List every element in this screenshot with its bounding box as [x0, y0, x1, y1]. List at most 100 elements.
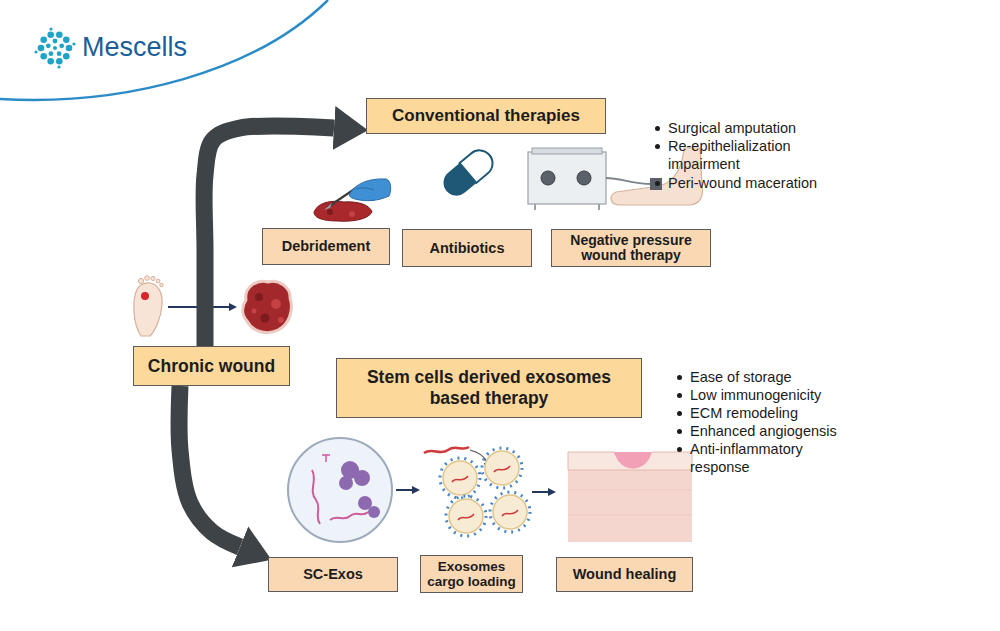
bullet-dot — [655, 181, 660, 186]
rna-strand — [322, 455, 330, 462]
bullet-dot — [677, 411, 682, 416]
epidermis — [568, 452, 692, 470]
protein — [339, 476, 353, 490]
bullet-dot — [677, 375, 682, 380]
capsule-half — [460, 145, 498, 183]
logo-dot — [53, 39, 58, 44]
logo-dot — [63, 53, 70, 60]
benefit-item: Ease of storage — [690, 368, 845, 386]
logo-dot — [49, 27, 52, 30]
wound-spot — [261, 314, 270, 323]
logo-dot — [38, 45, 45, 52]
device-leg — [598, 204, 600, 210]
benefit-item: Enhanced angiogensis — [690, 422, 845, 440]
small-arrow — [532, 491, 548, 493]
logo-dot — [40, 53, 47, 60]
logo-dot — [53, 46, 57, 50]
curved-arrow — [179, 386, 240, 547]
device-leg — [534, 204, 536, 210]
box-label: Debridement — [282, 238, 371, 255]
therapy-box: Antibiotics — [402, 229, 532, 267]
toe — [138, 278, 143, 283]
cargo-strand — [452, 476, 468, 482]
logo-dot — [49, 51, 54, 56]
cargo-strand — [458, 514, 474, 520]
device-body — [528, 152, 606, 204]
box-label: SC-Exos — [303, 566, 363, 583]
step-box: Wound healing — [556, 557, 693, 592]
stem-cell-illustration — [288, 438, 392, 542]
protein — [368, 506, 380, 518]
bullet-dot — [677, 393, 682, 398]
logo-dot — [57, 51, 62, 56]
exosome-surface — [440, 458, 480, 498]
exosome-body — [493, 495, 527, 529]
wound-spot — [278, 317, 284, 323]
drawback-item: Surgical amputation — [668, 119, 843, 137]
rna-strand — [330, 512, 368, 520]
box-label: Wound healing — [573, 566, 677, 583]
tube — [606, 178, 652, 184]
cargo-strand — [502, 510, 518, 516]
logo-icon — [34, 27, 75, 68]
exosome — [446, 496, 486, 536]
drawback-item: Peri-wound maceration — [668, 174, 843, 192]
foot-sole — [134, 283, 162, 336]
heading-box: Stem cells derived exosomes based therap… — [336, 358, 642, 418]
cargo-strand — [494, 466, 510, 472]
step-box: SC-Exos — [268, 557, 398, 592]
dermis — [568, 452, 692, 542]
drawback-item: Re-epithelialization impairment — [668, 137, 843, 173]
exosome — [490, 492, 530, 532]
connector-layer — [179, 126, 334, 547]
corner-arc — [0, 0, 328, 100]
wound-spot — [271, 299, 281, 309]
bullet-dot — [655, 126, 660, 131]
exosome — [482, 448, 522, 488]
foot-illustration — [134, 276, 163, 336]
toe — [151, 276, 155, 280]
exosome — [440, 458, 480, 498]
skin-illustration — [568, 452, 692, 542]
device-top — [532, 148, 602, 154]
bullet-dot — [655, 144, 660, 149]
debridement-illustration — [314, 179, 391, 221]
logo-dot — [40, 37, 47, 44]
glove — [349, 179, 390, 201]
tissue-spot — [327, 209, 333, 215]
tissue — [314, 201, 372, 221]
device-port — [541, 171, 555, 185]
logo-wordmark: Mescells — [82, 31, 242, 63]
tissue-spot — [349, 211, 355, 217]
benefit-item: Low immunogenicity — [690, 386, 845, 404]
box-label: Antibiotics — [430, 240, 505, 257]
logo-dot — [56, 31, 63, 38]
bullet-dot — [677, 447, 682, 452]
exosome-illustration — [424, 447, 530, 536]
exosome-body — [443, 461, 477, 495]
wound-spot — [252, 309, 257, 314]
benefit-item: ECM remodeling — [690, 404, 845, 422]
box-label: Exosomes cargo loading — [423, 559, 520, 589]
logo-dot — [63, 37, 70, 44]
exosome-body — [449, 499, 483, 533]
box-label: Stem cells derived exosomes based therap… — [357, 367, 621, 409]
logo-dot — [59, 43, 64, 48]
capsule-illustration — [438, 145, 498, 201]
exosome-body — [485, 451, 519, 485]
dressing — [650, 178, 662, 190]
wound-illustration — [243, 281, 292, 332]
toe — [160, 283, 163, 286]
exosome-surface — [446, 496, 486, 536]
logo-dot — [47, 31, 54, 38]
logo-dot — [72, 42, 75, 45]
skin-layer-line — [568, 490, 692, 491]
bullet-dot — [677, 429, 682, 434]
therapy-box: Negative pressure wound therapy — [551, 229, 711, 267]
wound-spot — [255, 293, 263, 301]
step-box: Exosomes cargo loading — [420, 555, 523, 593]
heading-box: Conventional therapies — [366, 98, 606, 134]
scalpel-blade — [324, 203, 332, 210]
